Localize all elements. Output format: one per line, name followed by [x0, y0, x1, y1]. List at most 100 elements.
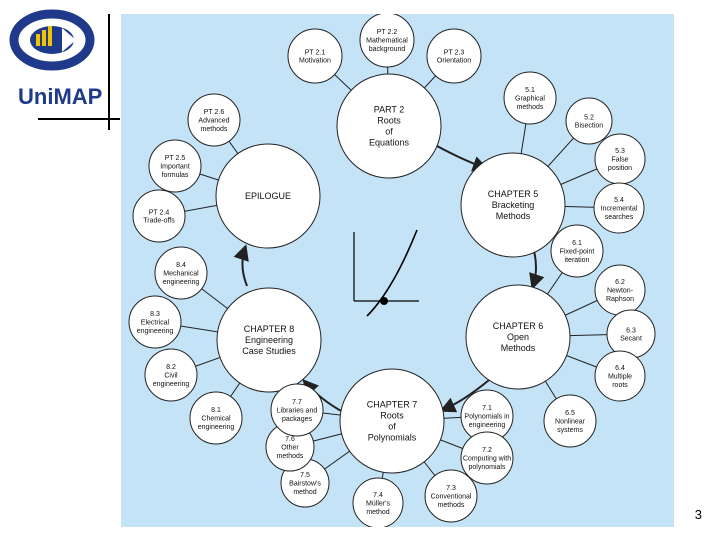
node-circle-ch5	[460, 152, 566, 258]
node-label-ch5-2: Methods	[496, 211, 531, 221]
node-label-ch6-1: Open	[507, 332, 529, 342]
node-label-s62-1: Newton-	[607, 288, 634, 295]
inset-function-curve	[366, 229, 418, 317]
node-label-ch5-1: Bracketing	[492, 200, 535, 210]
node-circle-pt21	[287, 28, 343, 84]
node-label-s77-0: 7.7	[292, 399, 302, 406]
node-label-s54-1: Incremental	[601, 206, 638, 213]
node-label-part2-3: Equations	[369, 138, 410, 148]
arrow-ch6-ch7	[439, 379, 490, 413]
node-label-s61-1: Fixed-point	[560, 249, 595, 256]
node-label-s81-1: Chemical	[201, 416, 231, 423]
logo-wordmark: UniMAP	[18, 84, 102, 109]
node-label-s62-0: 6.2	[615, 279, 625, 286]
node-label-pt24-0: PT 2.4	[149, 209, 170, 216]
node-label-s53-1: False	[611, 157, 628, 164]
node-label-s82-1: Civil	[164, 373, 178, 380]
node-label-s76-0: 7.6	[285, 436, 295, 443]
node-label-pt22-2: background	[369, 46, 406, 53]
node-label-ch6-2: Methods	[501, 343, 536, 353]
node-label-s74-0: 7.4	[373, 492, 383, 499]
arrow-part2-ch5	[436, 145, 489, 172]
node-label-pt24-1: Trade-offs	[143, 218, 175, 225]
node-label-s82-2: engineering	[153, 381, 190, 388]
node-label-pt26-2: methods	[201, 126, 228, 133]
node-label-s64-2: roots	[612, 382, 628, 389]
node-circle-s82	[144, 348, 198, 402]
root-graph-inset	[353, 229, 419, 317]
inset-root-point	[380, 297, 388, 305]
slide-rule-horizontal	[38, 118, 120, 120]
node-label-pt22-1: Mathematical	[366, 38, 408, 45]
node-label-s53-2: position	[608, 165, 632, 172]
node-label-part2-0: PART 2	[374, 105, 405, 115]
node-label-ch8-1: Engineering	[245, 335, 293, 345]
node-label-s52-1: Bisection	[575, 123, 604, 130]
node-label-ch6-0: CHAPTER 6	[493, 321, 544, 331]
node-label-s82-0: 8.2	[166, 364, 176, 371]
node-circle-ch8	[216, 287, 322, 393]
node-label-s51-0: 5.1	[525, 87, 535, 94]
node-label-s77-1: Libraries and	[277, 408, 318, 415]
node-circle-s64	[594, 350, 646, 402]
node-label-s65-0: 6.5	[565, 410, 575, 417]
node-circle-s54	[593, 182, 645, 234]
node-label-s64-0: 6.4	[615, 365, 625, 372]
node-circle-s65	[543, 394, 597, 448]
node-label-ch7-3: Polynomials	[368, 433, 417, 443]
node-label-s72-2: polynomials	[469, 464, 506, 471]
node-label-pt23-0: PT 2.3	[444, 49, 465, 56]
node-label-s84-0: 8.4	[176, 262, 186, 269]
node-label-s52-0: 5.2	[584, 114, 594, 121]
node-label-s51-1: Graphical	[515, 96, 545, 103]
node-label-s75-2: method	[293, 489, 316, 496]
node-label-s63-0: 6.3	[626, 327, 636, 334]
node-circle-s73	[424, 469, 478, 523]
node-label-s61-0: 6.1	[572, 240, 582, 247]
node-circle-pt22	[359, 14, 415, 68]
node-circle-pt26	[187, 93, 241, 147]
node-label-s76-1: Other	[281, 445, 299, 452]
node-circle-s61	[550, 224, 604, 278]
chapter-node-epilogue: EPILOGUE	[215, 143, 321, 249]
node-label-s83-2: engineering	[137, 328, 174, 335]
node-label-pt25-2: formulas	[162, 172, 189, 179]
node-label-s84-1: Mechanical	[163, 271, 199, 278]
logo-emblem	[9, 9, 95, 71]
node-label-pt26-1: Advanced	[198, 118, 229, 125]
node-label-s71-2: engineering	[469, 422, 506, 429]
node-label-s77-2: packages	[282, 416, 312, 423]
node-label-s72-0: 7.2	[482, 447, 492, 454]
node-label-s74-2: method	[366, 509, 389, 516]
node-label-s72-1: Computing with	[463, 456, 511, 463]
node-label-ch7-1: Roots	[380, 411, 404, 421]
slide-rule-vertical	[108, 14, 110, 130]
node-label-s51-2: methods	[517, 104, 544, 111]
node-label-s73-1: Conventional	[431, 494, 472, 501]
node-label-s65-2: systems	[557, 427, 583, 434]
node-label-s64-1: Multiple	[608, 374, 632, 381]
node-label-s54-0: 5.4	[614, 197, 624, 204]
